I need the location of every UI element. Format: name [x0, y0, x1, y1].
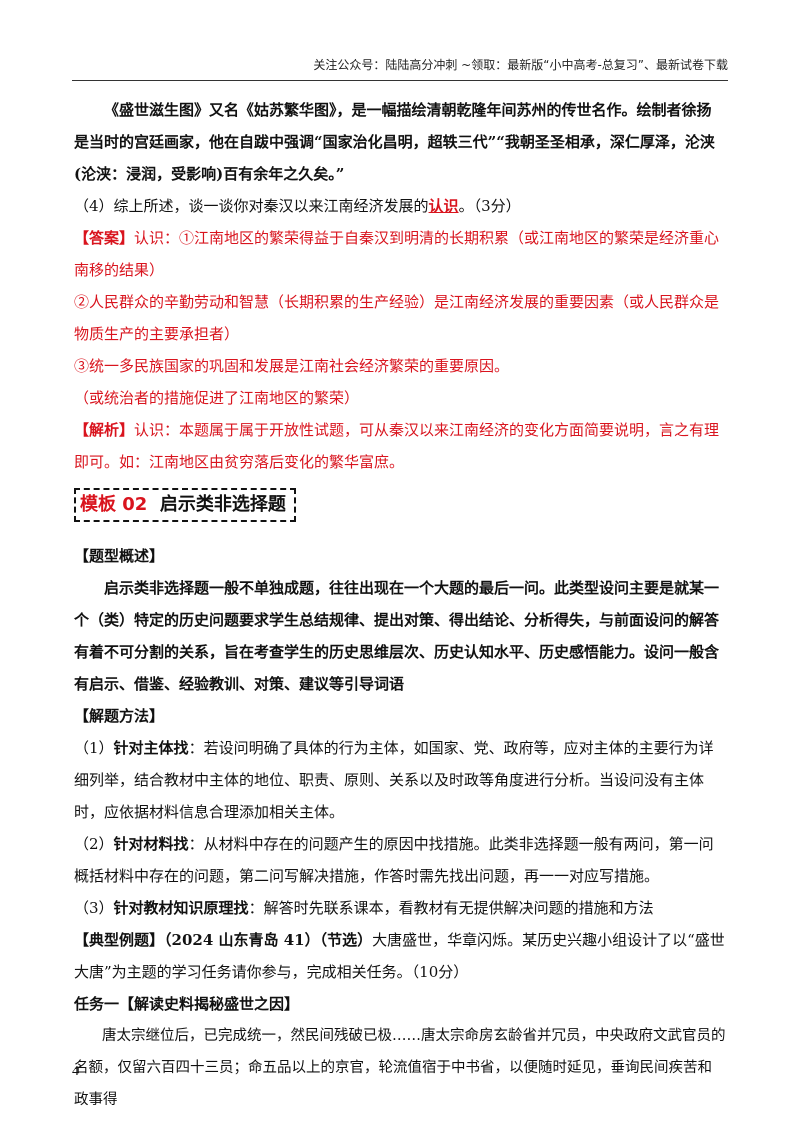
question-4-prefix: （4）综上所述，谈一谈你对秦汉以来江南经济发展的	[74, 197, 429, 215]
page-header: 关注公众号：陆陆高分冲刺 ~领取：最新版“小中高考-总复习”、最新试卷下载	[313, 58, 728, 72]
answer-label: 【答案】	[74, 229, 135, 247]
answer-line-1: 【答案】认识：①江南地区的繁荣得益于自秦汉到明清的长期积累（或江南地区的繁荣是经…	[74, 229, 720, 279]
header-divider	[72, 80, 728, 81]
overview-heading: 【题型概述】	[74, 547, 165, 565]
method-heading: 【解题方法】	[74, 707, 165, 725]
method-item-1: （1）针对主体找：若设问明确了具体的行为主体，如国家、党、政府等，应对主体的主要…	[74, 739, 714, 821]
example: 【典型例题】（2024 山东青岛 41）（节选）大唐盛世，华章闪烁。某历史兴趣小…	[74, 924, 726, 988]
answer-line-4: （或统治者的措施促进了江南地区的繁荣）	[74, 389, 360, 407]
question-4-suffix: 。（3分）	[458, 197, 521, 215]
example-label: 【典型例题】	[74, 931, 165, 949]
method-item-3: （3）针对教材知识原理找：解答时先联系课本，看教材有无提供解决问题的措施和方法	[74, 899, 654, 917]
answer-line-3: ③统一多民族国家的巩固和发展是江南社会经济繁荣的重要原因。	[74, 357, 510, 375]
analysis-label: 【解析】	[74, 421, 135, 439]
page-number: 4	[72, 1064, 79, 1079]
section-tag: 模板 02	[80, 494, 148, 515]
source-quote: 唐太宗继位后，已完成统一，然民间残破已极……唐太宗命房玄龄省并冗员，中央政府文武…	[74, 1028, 726, 1108]
question-4: （4）综上所述，谈一谈你对秦汉以来江南经济发展的认识。（3分）	[74, 190, 726, 222]
intro-paragraph: 《盛世滋生图》又名《姑苏繁华图》，是一幅描绘清朝乾隆年间苏州的传世名作。绘制者徐…	[74, 101, 715, 183]
page-content: 《盛世滋生图》又名《姑苏繁华图》，是一幅描绘清朝乾隆年间苏州的传世名作。绘制者徐…	[74, 94, 726, 1116]
example-text: 大唐盛世，华章闪烁。某历史兴趣小组设计了以“盛世大唐”为主题的学习任务请你参与，…	[74, 931, 725, 981]
example-source: （2024 山东青岛 41）（节选）	[164, 931, 373, 949]
section-heading: 启示类非选择题	[159, 494, 286, 515]
method-item-2: （2）针对材料找：从材料中存在的问题产生的原因中找措施。此类非选择题一般有两问，…	[74, 835, 714, 885]
question-4-keyword: 认识	[428, 197, 459, 215]
analysis: 【解析】认识：本题属于属于开放性试题，可从秦汉以来江南经济的变化方面简要说明，言…	[74, 421, 720, 471]
answer-line-2: ②人民群众的辛勤劳动和智慧（长期积累的生产经验）是江南经济发展的重要因素（或人民…	[74, 293, 720, 343]
task-1-title: 任务一【解读史料揭秘盛世之因】	[74, 995, 300, 1013]
overview-text: 启示类非选择题一般不单独成题，往往出现在一个大题的最后一问。此类型设问主要是就某…	[74, 579, 720, 693]
section-title: 模板 02 启示类非选择题	[74, 488, 296, 522]
